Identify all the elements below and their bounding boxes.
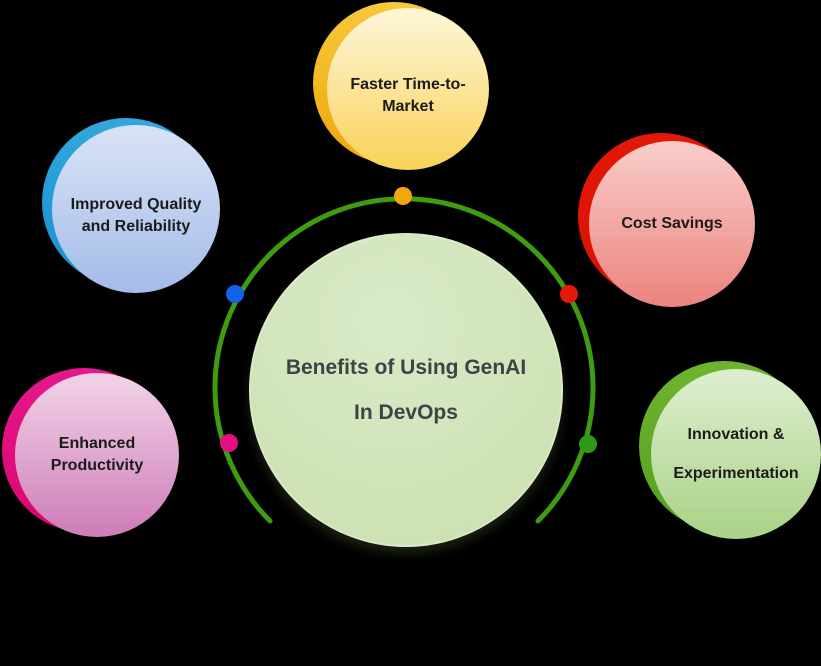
- circle-face: Innovation & Experimentation: [651, 369, 821, 539]
- benefit-circle-innovation-and-experimentation: Innovation & Experimentation: [639, 361, 821, 539]
- benefit-label-line-1: Enhanced: [58, 435, 136, 452]
- benefit-circle-faster-time-to-market: Faster Time-to- Market: [313, 2, 489, 170]
- circle-face: Enhanced Productivity: [15, 373, 179, 537]
- benefit-label: Cost Savings: [621, 213, 722, 235]
- benefit-label: Faster Time-to- Market: [350, 74, 465, 118]
- circle-face: Cost Savings: [589, 141, 755, 307]
- ring-dot-lower-right: [579, 435, 597, 453]
- circle-face: Improved Quality and Reliability: [52, 125, 220, 293]
- benefit-label-line-2: Experimentation: [673, 464, 799, 482]
- center-circle-benefits-of-genai: Benefits of Using GenAI In DevOps: [249, 233, 563, 547]
- benefit-label-line-1: Faster Time-to-: [350, 76, 466, 93]
- benefit-circle-cost-savings: Cost Savings: [578, 133, 755, 307]
- benefit-label-line-1: Improved Quality: [70, 196, 202, 213]
- ring-dot-upper-right: [560, 285, 578, 303]
- diagram-title: Benefits of Using GenAI In DevOps: [286, 355, 526, 426]
- circle-face: Faster Time-to- Market: [327, 8, 489, 170]
- benefit-label-line-2: Productivity: [50, 457, 144, 474]
- diagram-title-line-1: Benefits of Using GenAI: [285, 355, 527, 379]
- benefit-label-line-2: Market: [382, 98, 434, 115]
- ring-dot-top: [394, 187, 412, 205]
- benefit-circle-improved-quality-and-reliability: Improved Quality and Reliability: [42, 118, 220, 293]
- benefit-label: Enhanced Productivity: [51, 433, 143, 477]
- ring-dot-upper-left: [226, 285, 244, 303]
- center-circle-face: Benefits of Using GenAI In DevOps: [249, 233, 563, 547]
- benefit-label-line-2: and Reliability: [81, 218, 191, 235]
- benefit-label: Improved Quality and Reliability: [71, 194, 202, 238]
- benefit-label-line-1: Innovation &: [687, 425, 785, 443]
- benefit-circle-enhanced-productivity: Enhanced Productivity: [2, 368, 179, 537]
- diagram-title-line-2: In DevOps: [354, 400, 458, 424]
- benefit-label-line-1: Cost Savings: [621, 215, 723, 232]
- ring-dot-lower-left: [220, 434, 238, 452]
- benefit-label: Innovation & Experimentation: [673, 424, 798, 485]
